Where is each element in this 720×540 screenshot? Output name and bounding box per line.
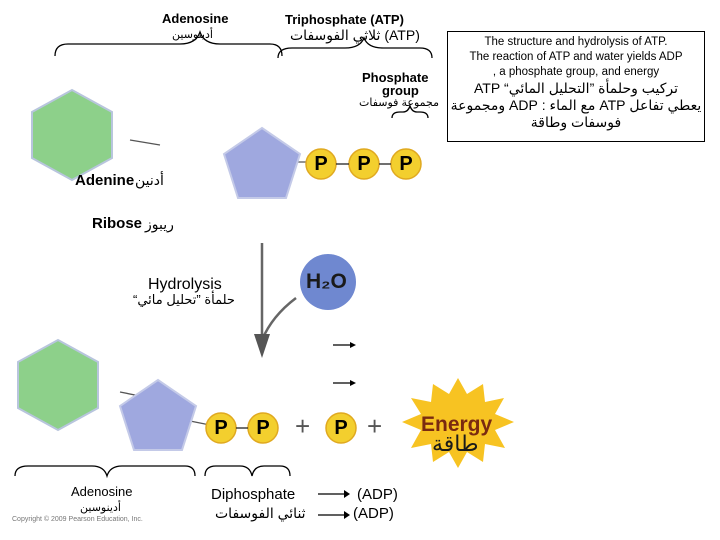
diphosphate-brace: [204, 465, 291, 477]
energy-arabic: طاقة: [432, 431, 479, 456]
info-line-1: The structure and hydrolysis of ATP.: [484, 36, 668, 48]
atp-title-label: Triphosphate (ATP): [285, 12, 404, 27]
phosphate-circle-free: [325, 412, 357, 444]
ribose-label: Ribose: [92, 215, 143, 232]
water-circle: [300, 254, 356, 310]
diphosphate-arabic: ثنائي الفوسفات: [215, 505, 306, 521]
info-line-6: فوسفات وطاقة: [530, 114, 622, 130]
info-line-5: يعطي تفاعل ATP مع الماء : ADP ومجموعة: [450, 97, 702, 113]
info-line-3: , a phosphate group, and energy: [492, 66, 660, 78]
phosphate-letter-top-3: P: [399, 153, 413, 175]
water-formula: H₂O: [306, 270, 347, 293]
diphosphate-label: Diphosphate: [211, 486, 296, 503]
adp-label-2: (ADP): [353, 505, 394, 522]
adenine-hexagon-bottom: [17, 338, 99, 432]
plus-sign-1: +: [295, 411, 311, 441]
adenosine-top-arabic: أدينوسين: [172, 29, 213, 41]
adenosine-bottom-arabic: أدينوسين: [80, 502, 121, 514]
adenine-hexagon-top: [31, 88, 113, 182]
adenine-label: Adenine: [75, 172, 135, 189]
phosphate-letter-top-1: P: [314, 153, 328, 175]
phosphate-letter-top-2: P: [357, 153, 371, 175]
plus-sign-2: +: [367, 411, 383, 441]
info-line-4: تركيب وحلمأة ”التحليل المائي“ ATP: [473, 80, 679, 96]
ribose-pentagon-bottom: [118, 378, 198, 451]
info-line-2: The reaction of ATP and water yields ADP: [469, 51, 683, 63]
info-box: The structure and hydrolysis of ATP. The…: [447, 31, 705, 142]
energy-label: Energy: [421, 413, 493, 436]
adp-label-1: (ADP): [357, 486, 398, 503]
ribose-arabic: ريبوز: [145, 216, 174, 232]
phosphate-group-arabic: مجموعة فوسفات: [359, 97, 439, 109]
adenosine-top-brace: [54, 29, 283, 57]
energy-burst: [402, 378, 514, 468]
copyright-notice: Copyright © 2009 Pearson Education, Inc.: [12, 516, 143, 523]
phosphate-group-brace: [391, 103, 429, 119]
atp-title-arabic: (ATP) ثلاثي الفوسفات: [290, 27, 420, 43]
hydrolysis-label: Hydrolysis: [148, 276, 222, 293]
phosphate-letter-bottom-2: P: [256, 417, 270, 439]
adenosine-top-label: Adenosine: [162, 11, 229, 26]
hydrolysis-arabic: حلمأة ”تحليل مائي“: [133, 292, 235, 307]
phosphate-letter-free: P: [334, 417, 348, 439]
adenine-arabic: أدنين: [135, 172, 164, 188]
phosphate-group-label-1: Phosphate: [362, 70, 429, 85]
phosphate-letter-bottom-1: P: [214, 417, 228, 439]
phosphate-group-label-2: group: [382, 83, 419, 98]
ribose-pentagon-top: [222, 126, 302, 199]
triphosphate-brace: [277, 36, 433, 59]
adenosine-bottom-brace: [14, 465, 196, 479]
adenosine-bottom-label: Adenosine: [71, 484, 133, 499]
